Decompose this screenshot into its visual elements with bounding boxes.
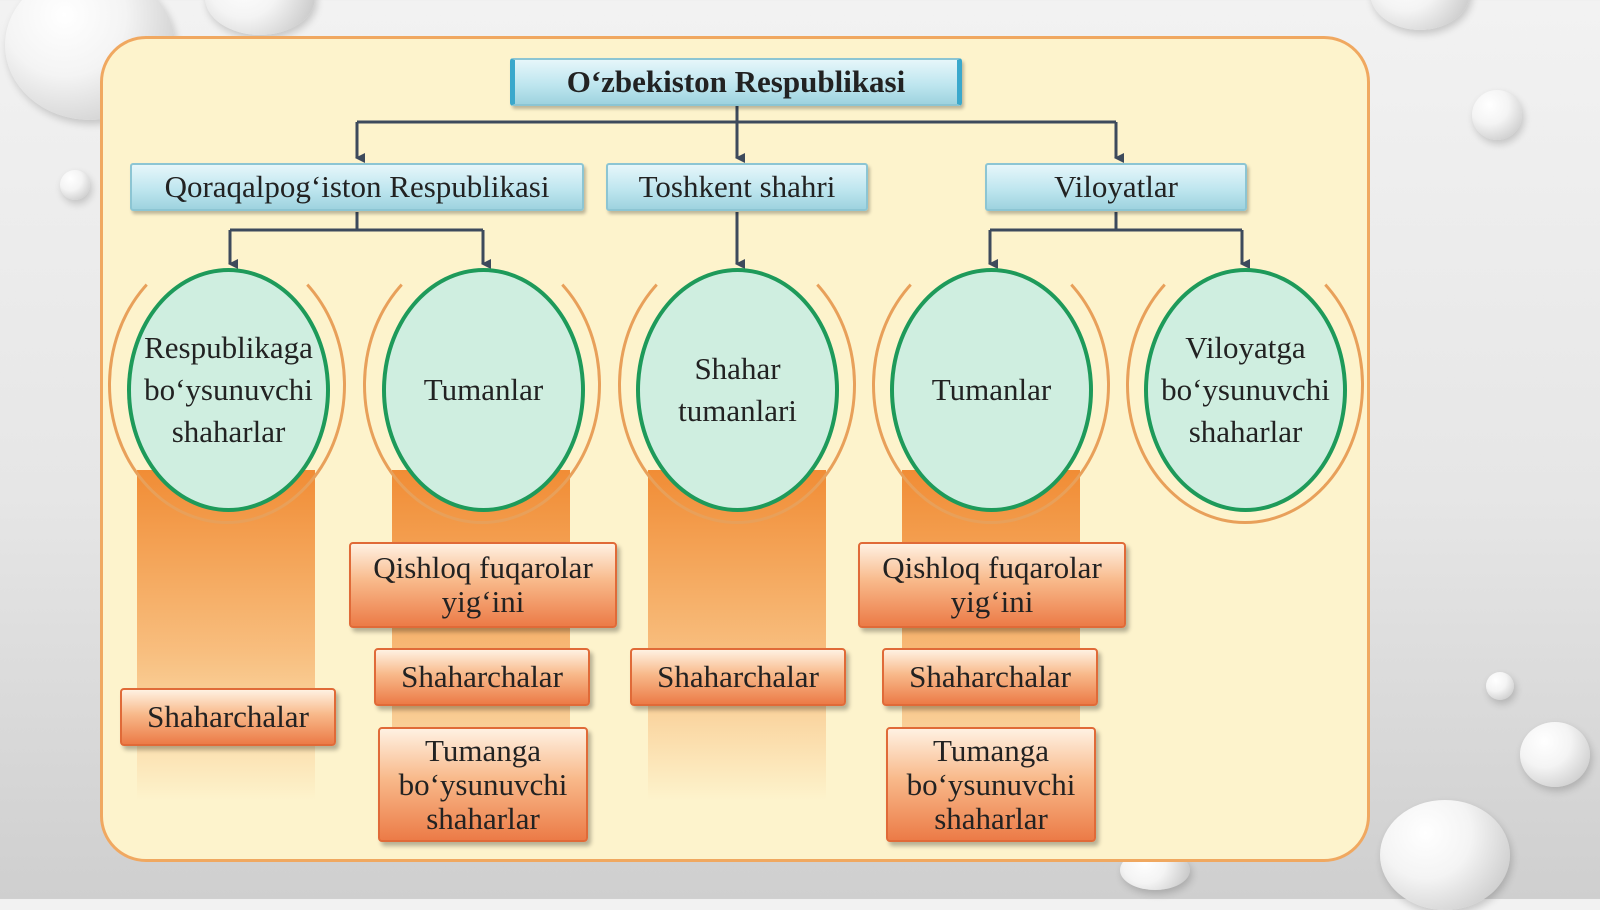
circle-line: Tumanlar (423, 372, 544, 407)
box-line: shaharlar (426, 800, 540, 836)
arc-decoration (363, 246, 601, 524)
node-toshkent: Toshkent shahri (606, 163, 868, 211)
circle-line: Tumanlar (931, 372, 1052, 407)
arc-decoration (872, 246, 1110, 524)
circle-line: Viloyatga (1185, 330, 1306, 365)
arc-decoration (618, 246, 856, 524)
box-line: bo‘ysunuvchi (906, 766, 1076, 802)
water-drop-decoration (1520, 722, 1590, 787)
circle-line: tumanlari (678, 393, 797, 428)
box-line: yig‘ini (441, 584, 525, 619)
box-line: Tumanga (933, 732, 1049, 768)
circle-line: Respublikaga (144, 330, 313, 365)
circle-shahar-tumanlari: Shahar tumanlari (636, 268, 839, 512)
arc-decoration (1126, 246, 1364, 524)
arc-decoration (108, 246, 346, 524)
box-label: Shaharchalar (657, 659, 819, 694)
box-label: Shaharchalar (909, 659, 1071, 694)
water-drop-decoration (205, 0, 315, 35)
root-node-label: O‘zbekiston Respublikasi (566, 64, 906, 99)
circle-line: shaharlar (171, 414, 286, 449)
root-node-box: O‘zbekiston Respublikasi (510, 58, 962, 106)
box-label: Shaharchalar (401, 659, 563, 694)
box-line: Tumanga (425, 732, 541, 768)
water-drop-decoration (1486, 672, 1514, 700)
node-qoraqalpogiston: Qoraqalpog‘iston Respublikasi (130, 163, 584, 211)
water-drop-decoration (60, 170, 90, 200)
box-shaharchalar: Shaharchalar (882, 648, 1098, 706)
node-label: Toshkent shahri (638, 169, 836, 204)
circle-line: Shahar (694, 351, 781, 386)
box-line: Qishloq fuqarolar (882, 550, 1102, 585)
node-label: Viloyatlar (1054, 169, 1178, 204)
water-drop-decoration (1370, 0, 1470, 30)
box-label: Shaharchalar (147, 699, 309, 734)
box-line: yig‘ini (950, 584, 1034, 619)
box-shaharchalar: Shaharchalar (120, 688, 336, 746)
circle-tumanlar-2: Tumanlar (890, 268, 1093, 512)
box-line: Qishloq fuqarolar (373, 550, 593, 585)
water-drop-decoration (1472, 90, 1522, 140)
circle-line: bo‘ysunuvchi (144, 372, 313, 407)
circle-viloyatga-boysunuvchi: Viloyatga bo‘ysunuvchi shaharlar (1144, 268, 1347, 512)
box-shaharchalar: Shaharchalar (374, 648, 590, 706)
circle-line: shaharlar (1188, 414, 1303, 449)
circle-line: bo‘ysunuvchi (1161, 372, 1330, 407)
node-label: Qoraqalpog‘iston Respublikasi (164, 169, 550, 204)
node-viloyatlar: Viloyatlar (985, 163, 1247, 211)
water-drop-decoration (1380, 800, 1510, 910)
pillar-decoration (648, 470, 826, 800)
circle-tumanlar-1: Tumanlar (382, 268, 585, 512)
box-line: shaharlar (934, 800, 1048, 836)
circle-respublikaga-boysunuvchi: Respublikaga bo‘ysunuvchi shaharlar (127, 268, 330, 512)
box-shaharchalar: Shaharchalar (630, 648, 846, 706)
box-line: bo‘ysunuvchi (398, 766, 568, 802)
